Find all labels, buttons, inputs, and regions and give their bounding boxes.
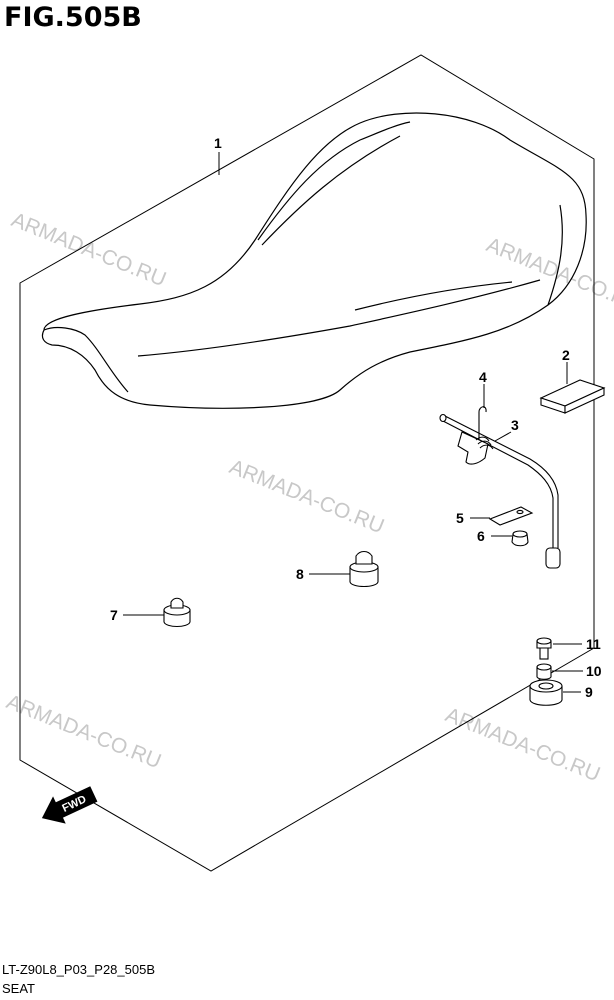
collar-drawing <box>536 663 552 680</box>
plate-drawing <box>488 506 534 526</box>
callout-9: 9 <box>585 684 593 700</box>
pad-drawing <box>539 379 606 414</box>
callout-4: 4 <box>479 369 487 385</box>
watermark-text: ARMADA-CO.RU <box>226 455 387 538</box>
callout-3: 3 <box>511 417 519 433</box>
callout-7: 7 <box>110 607 118 623</box>
cushion-7-drawing <box>163 597 191 628</box>
callout-11: 11 <box>586 636 601 652</box>
callout-6: 6 <box>477 528 485 544</box>
callout-10: 10 <box>586 663 602 679</box>
callout-1: 1 <box>214 135 222 151</box>
figure-code: LT-Z90L8_P03_P28_505B <box>2 962 155 977</box>
assembly-frame <box>19 54 595 872</box>
callout-8: 8 <box>296 566 304 582</box>
nut-drawing <box>511 530 529 547</box>
seat-drawing <box>41 112 587 409</box>
fwd-arrow-icon: FWD <box>41 786 98 824</box>
bolt-drawing <box>536 637 552 660</box>
watermarks: ARMADA-CO.RU ARMADA-CO.RU ARMADA-CO.RU A… <box>3 208 614 786</box>
watermark-text: ARMADA-CO.RU <box>3 690 164 773</box>
callout-labels: 1 2 3 4 5 6 7 8 9 10 11 <box>110 135 602 700</box>
callout-2: 2 <box>562 347 570 363</box>
figure-title: FIG.505B <box>4 2 142 33</box>
watermark-text: ARMADA-CO.RU <box>8 208 169 291</box>
leader-lines <box>123 152 583 693</box>
cushion-9-drawing <box>529 679 563 706</box>
lock-rod-drawing <box>439 406 561 569</box>
callout-5: 5 <box>456 510 464 526</box>
watermark-text: ARMADA-CO.RU <box>442 703 603 786</box>
figure-name: SEAT <box>2 981 35 996</box>
cushion-8-drawing <box>349 550 379 588</box>
